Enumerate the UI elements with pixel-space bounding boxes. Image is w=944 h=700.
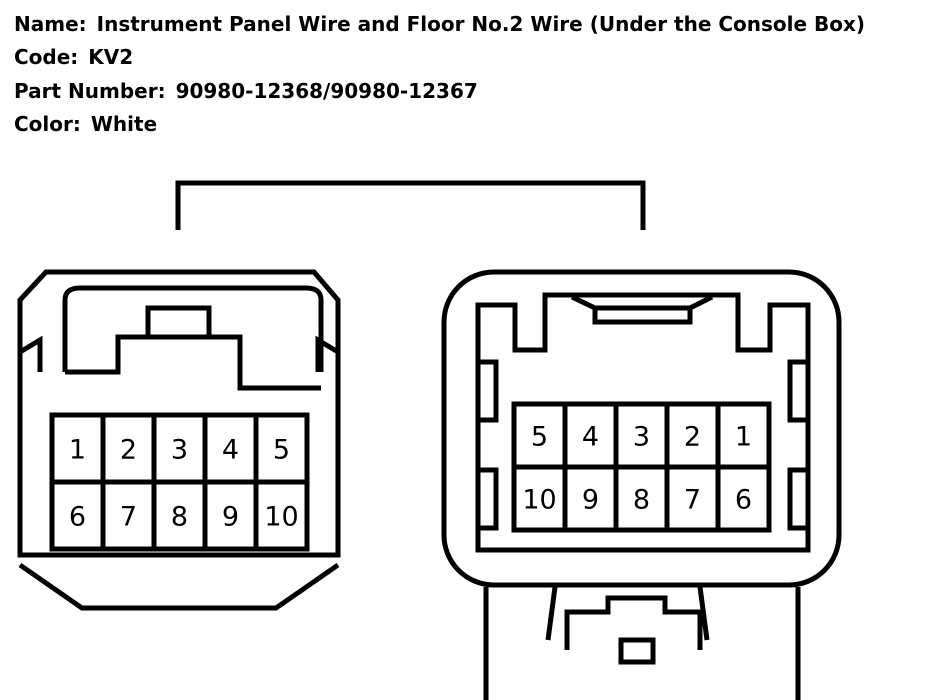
right-connector-lock-block: [564, 595, 703, 650]
name-line: Name: Instrument Panel Wire and Floor No.…: [14, 14, 865, 34]
right-connector-lock-button: [618, 637, 656, 665]
left-connector-latch-outer: [62, 285, 324, 372]
part-number-line: Part Number: 90980-12368/90980-12367: [14, 81, 478, 101]
connection-bracket: [175, 180, 646, 230]
code-value: KV2: [88, 45, 134, 69]
left-connector: 1 2 3 4 5 6 7 8 9 10: [17, 269, 341, 611]
right-pin-label-2: 2: [684, 422, 701, 453]
name-label: Name:: [14, 12, 87, 36]
right-pin-label-10: 10: [522, 485, 556, 516]
left-connector-side-rib-right: [315, 335, 340, 372]
right-connector-latch-bar: [592, 305, 693, 325]
right-connector-side-key-left-top: [475, 359, 499, 423]
left-pin-label-2: 2: [120, 435, 137, 466]
left-connector-side-rib-left: [18, 335, 43, 372]
left-pin-label-10: 10: [264, 502, 298, 533]
left-pin-label-1: 1: [69, 435, 86, 466]
left-pin-label-4: 4: [222, 435, 239, 466]
left-pin-label-8: 8: [171, 502, 188, 533]
left-pin-cell-10: [253, 479, 310, 552]
right-pin-label-7: 7: [684, 485, 701, 516]
left-connector-latch-tab: [145, 305, 212, 340]
part-number-value: 90980-12368/90980-12367: [175, 79, 478, 103]
right-pin-label-6: 6: [735, 485, 752, 516]
color-value: White: [90, 112, 158, 136]
left-pin-label-7: 7: [120, 502, 137, 533]
right-pin-label-1: 1: [735, 422, 752, 453]
left-pin-label-3: 3: [171, 435, 188, 466]
right-connector-side-key-left-bottom: [475, 467, 499, 531]
name-value: Instrument Panel Wire and Floor No.2 Wir…: [96, 12, 866, 36]
left-connector-base: [18, 562, 340, 611]
left-pin-grid: 1 2 3 4 5 6 7 8 9 10: [49, 412, 310, 552]
part-number-label: Part Number:: [14, 79, 166, 103]
right-pin-label-3: 3: [633, 422, 650, 453]
left-pin-label-5: 5: [273, 435, 290, 466]
left-pin-label-6: 6: [69, 502, 86, 533]
right-connector-lock-guide: [545, 586, 710, 641]
color-label: Color:: [14, 112, 81, 136]
right-pin-label-4: 4: [582, 422, 599, 453]
right-pin-label-5: 5: [531, 422, 548, 453]
code-label: Code:: [14, 45, 79, 69]
left-connector-body: [17, 269, 341, 558]
right-connector-lower-lock: [483, 587, 801, 700]
right-connector-inner-frame: [475, 292, 811, 553]
right-pin-grid: 5 4 3 2 1 10 9 8 7 6: [511, 401, 772, 533]
right-connector: 5 4 3 2 1 10 9 8 7 6: [441, 269, 842, 700]
left-connector-latch-inner: [65, 334, 321, 391]
left-pin-label-9: 9: [222, 502, 239, 533]
color-line: Color: White: [14, 114, 157, 134]
right-connector-side-key-right-top: [787, 359, 811, 423]
right-connector-side-key-right-bottom: [787, 467, 811, 531]
right-pin-cell-6: [715, 464, 772, 533]
code-line: Code: KV2: [14, 47, 133, 67]
right-pin-label-9: 9: [582, 485, 599, 516]
right-pin-label-8: 8: [633, 485, 650, 516]
right-connector-housing: [441, 269, 842, 588]
